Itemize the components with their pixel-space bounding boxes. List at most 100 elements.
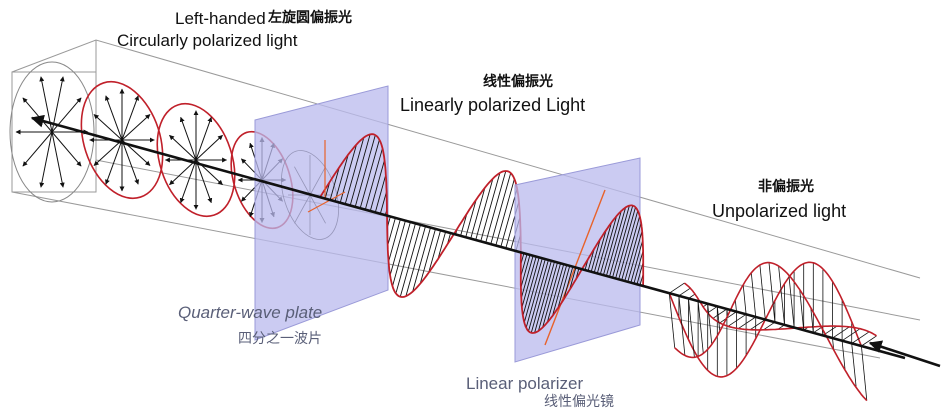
unpolarized-field-vector xyxy=(707,303,713,345)
qwp-faint-vector xyxy=(309,166,326,196)
linear-wave xyxy=(319,133,522,298)
linear-field-vector xyxy=(621,215,641,281)
linear-field-vector xyxy=(495,178,515,246)
linear-field-vector xyxy=(615,207,636,279)
linear-field-vector xyxy=(379,191,388,214)
unpolarized-field-vector xyxy=(719,311,737,324)
unpolarized-field-vector xyxy=(768,262,776,323)
linear-label-cn: 线性偏振光 xyxy=(483,73,553,90)
linear-field-vector xyxy=(405,226,426,297)
unpolarized-field-vector xyxy=(697,301,704,354)
linear-label-en: Linearly polarized Light xyxy=(400,95,585,115)
linear-field-vector xyxy=(387,217,396,246)
qwp-faint-vector xyxy=(294,194,311,224)
linear-field-vector xyxy=(475,178,494,241)
circular-vector-arrow xyxy=(51,131,65,188)
linear-field-vector xyxy=(587,248,595,272)
linear-field-vector xyxy=(369,159,385,212)
qwp-axis-diagonal xyxy=(307,191,346,213)
linear-field-vector xyxy=(480,172,501,242)
unpolarized-field-vector xyxy=(727,313,747,327)
unpolarized-field-vector xyxy=(742,284,747,315)
linear-field-vector xyxy=(605,207,627,277)
circular-vector-arrow xyxy=(169,159,197,186)
linear-field-vector xyxy=(500,188,518,248)
unpolarized-field-vector xyxy=(750,272,757,318)
perspective-box xyxy=(11,39,921,359)
circular-vector-arrow xyxy=(121,114,151,141)
circular-vector-arrow xyxy=(195,134,223,161)
linear-field-vector xyxy=(602,210,622,276)
linear-field-vector xyxy=(522,257,540,316)
linear-polarizer-label-en: Linear polarizer xyxy=(466,374,584,393)
circular-wave-ellipse xyxy=(156,102,236,218)
linear-field-vector xyxy=(521,256,537,308)
box-top-edge xyxy=(11,39,921,279)
linear-field-vector xyxy=(599,215,618,275)
circular-vector-arrow xyxy=(51,131,82,167)
linear-field-vector xyxy=(542,263,562,328)
linear-field-vector xyxy=(349,134,371,206)
linear-field-vector xyxy=(520,253,528,277)
unpolarized-field-vector xyxy=(738,316,756,329)
circular-vector-arrow xyxy=(39,131,53,188)
unpolarized-field-vector xyxy=(841,340,846,371)
linear-field-vectors xyxy=(324,134,522,297)
linear-polarizer-label-cn: 线性偏光镜 xyxy=(544,394,614,410)
linear-field-vector xyxy=(354,134,376,208)
circular-vector-arrow xyxy=(51,97,82,133)
unpolarized-field-vector xyxy=(707,306,718,314)
circular-label-line2: Circularly polarized light xyxy=(117,31,298,50)
linear-field-vector xyxy=(563,266,574,300)
linear-field-vector xyxy=(399,224,421,297)
linear-field-vector xyxy=(374,174,387,213)
unpolarized-label-en: Unpolarized light xyxy=(712,201,846,221)
circular-label-cn: 左旋圆偏振光 xyxy=(267,9,352,26)
linear-field-vector xyxy=(359,139,380,209)
circular-vector-arrow xyxy=(22,97,53,133)
unpolarized-field-vector xyxy=(832,326,850,339)
unpolarized-field-vector xyxy=(734,299,737,312)
qwp-faint-vector xyxy=(294,166,311,196)
linear-field-vector xyxy=(344,137,365,205)
linear-field-vector xyxy=(520,255,534,299)
unpolarized-field-vector xyxy=(669,282,685,294)
linear-field-vector xyxy=(569,267,577,290)
linear-field-vector xyxy=(412,227,431,292)
linear-field-vector xyxy=(389,220,406,276)
box-bottom-edge xyxy=(11,191,881,359)
qwp-faint-vector xyxy=(309,194,326,224)
linear-field-vector xyxy=(460,213,468,236)
circular-vector-arrow xyxy=(195,159,213,204)
linear-field-vector xyxy=(523,258,543,323)
linear-field-vector xyxy=(395,223,416,294)
circular-wave-ellipse xyxy=(80,80,164,200)
circular-vector-arrow xyxy=(121,139,139,185)
circular-vector-arrow xyxy=(105,139,123,185)
linear-field-vector xyxy=(636,261,644,285)
circular-vector-arrow xyxy=(93,139,123,166)
unpolarized-field-vector xyxy=(763,321,776,331)
linear-field-vector xyxy=(630,240,644,283)
linear-field-vector xyxy=(627,230,643,282)
circular-vector-arrow xyxy=(169,134,197,161)
linear-field-vector xyxy=(329,167,340,201)
circular-vector-arrow xyxy=(179,116,197,161)
circular-end-ellipse xyxy=(9,61,95,203)
unpolarized-field-vector xyxy=(799,289,805,331)
circular-vector-arrow xyxy=(22,131,53,167)
circular-vector-arrow xyxy=(179,159,197,204)
unpolarized-field-vector xyxy=(841,328,861,342)
circular-vector-arrow xyxy=(121,95,139,141)
linear-field-vector xyxy=(437,231,447,260)
linear-field-vector xyxy=(590,238,601,272)
unpolarized-field-vector xyxy=(716,306,721,332)
linear-field-vector xyxy=(465,199,477,238)
circular-vector-arrow xyxy=(105,95,123,141)
linear-field-vector xyxy=(470,187,486,239)
unpolarized-field-vector xyxy=(861,345,868,401)
linear-field-vector xyxy=(624,222,642,282)
unpolarized-field-vector xyxy=(810,307,814,333)
unpolarized-label-cn: 非偏振光 xyxy=(758,178,814,195)
